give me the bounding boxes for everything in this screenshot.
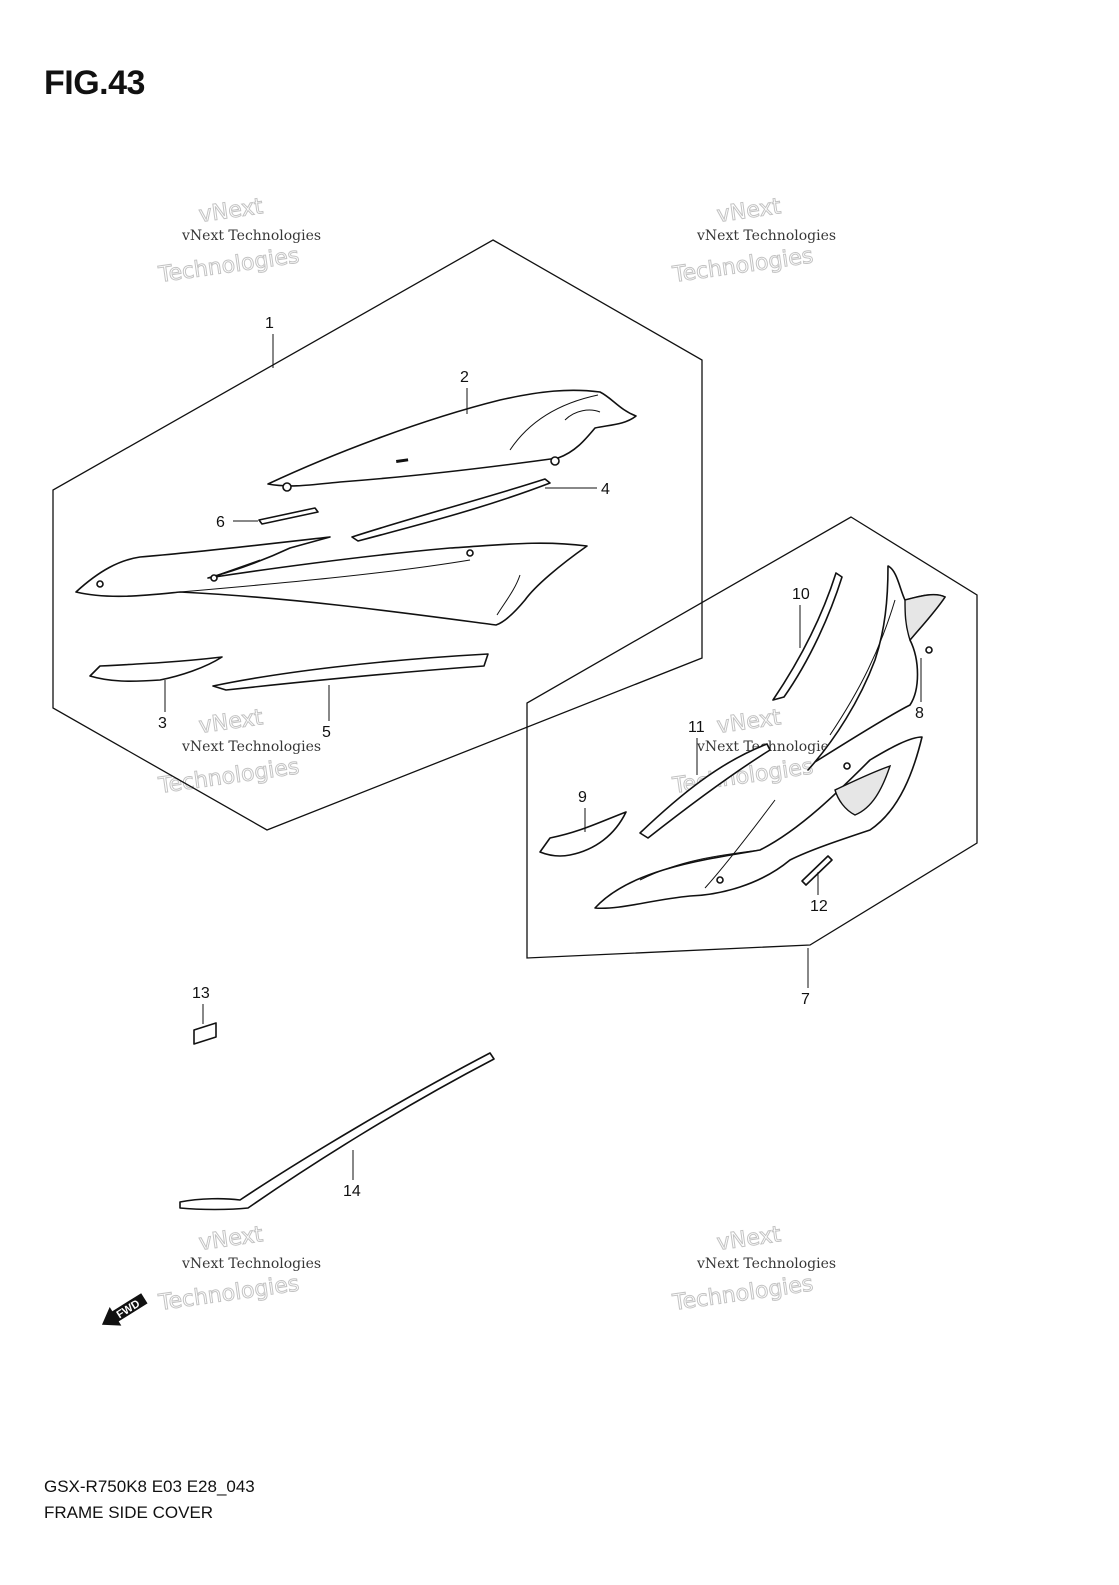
callout-8: 8 (915, 705, 924, 722)
svg-text:Technologies: Technologies (156, 244, 300, 289)
callout-6: 6 (216, 514, 225, 531)
model-code: GSX-R750K8 E03 E28_043 (44, 1477, 255, 1496)
callout-14: 14 (343, 1183, 361, 1200)
part-10-thin-strip (772, 572, 843, 701)
part-13-small-clip: 13 (192, 985, 217, 1045)
callout-7: 7 (801, 991, 810, 1008)
callout-group-right: 7 8 9 10 11 12 (578, 586, 924, 1008)
part-lower-right-cover (594, 736, 923, 910)
svg-text:vNext: vNext (715, 705, 782, 739)
callout-3: 3 (158, 715, 167, 732)
forward-arrow-icon: FWD (101, 1293, 148, 1326)
callout-11: 11 (688, 719, 705, 736)
part-8-frame-cover (807, 565, 947, 771)
diagram-caption: FRAME SIDE COVER (44, 1503, 214, 1522)
callout-5: 5 (322, 724, 331, 741)
callout-12: 12 (810, 898, 828, 915)
watermark-top-left: vNext vNext Technologies Technologies (156, 194, 321, 289)
figure-title: FIG.43 (44, 64, 145, 102)
watermark-mid-left: vNext vNext Technologies Technologies (156, 705, 321, 800)
part-4-trim-strip (351, 478, 551, 542)
svg-text:Technologies: Technologies (156, 1272, 300, 1317)
part-9-side-trim (539, 811, 627, 857)
svg-text:vNext Technologies: vNext Technologies (181, 228, 321, 244)
part-3-trim-piece (89, 656, 223, 682)
svg-text:vNext Technologies: vNext Technologies (696, 1256, 836, 1272)
svg-text:Technologies: Technologies (670, 244, 814, 289)
callout-13: 13 (192, 985, 210, 1002)
callout-2: 2 (460, 369, 469, 386)
svg-text:vNext: vNext (197, 1222, 264, 1256)
svg-text:vNext Technologies: vNext Technologies (181, 739, 321, 755)
part-6-small-strip (258, 507, 319, 525)
svg-text:vNext Technologies: vNext Technologies (181, 1256, 321, 1272)
callout-10: 10 (792, 586, 810, 603)
part-11-trim-strip (639, 743, 771, 839)
svg-text:vNext: vNext (197, 705, 264, 739)
part-5-lower-strip (212, 653, 489, 691)
svg-text:vNext: vNext (197, 194, 264, 228)
svg-text:vNext: vNext (715, 194, 782, 228)
svg-text:Technologies: Technologies (670, 1272, 814, 1317)
part-14-long-strip: 14 (179, 1052, 495, 1211)
part-main-side-cover (75, 536, 588, 626)
callout-1: 1 (265, 315, 274, 332)
callout-9: 9 (578, 789, 587, 806)
watermark-bottom-left: vNext vNext Technologies Technologies (156, 1222, 321, 1317)
watermark-top-right: vNext vNext Technologies Technologies (670, 194, 836, 289)
callout-group-left: 1 2 3 4 5 6 (158, 315, 610, 741)
svg-text:Technologies: Technologies (156, 755, 300, 800)
assembly-frame-left (52, 239, 703, 831)
part-12-small-seal (801, 855, 833, 886)
watermark-bottom-right: vNext vNext Technologies Technologies (670, 1222, 836, 1317)
svg-text:vNext: vNext (715, 1222, 782, 1256)
assembly-frame-right (526, 516, 978, 959)
callout-4: 4 (601, 481, 610, 498)
svg-text:vNext Technologies: vNext Technologies (696, 228, 836, 244)
part-2-upper-cover (267, 389, 637, 492)
